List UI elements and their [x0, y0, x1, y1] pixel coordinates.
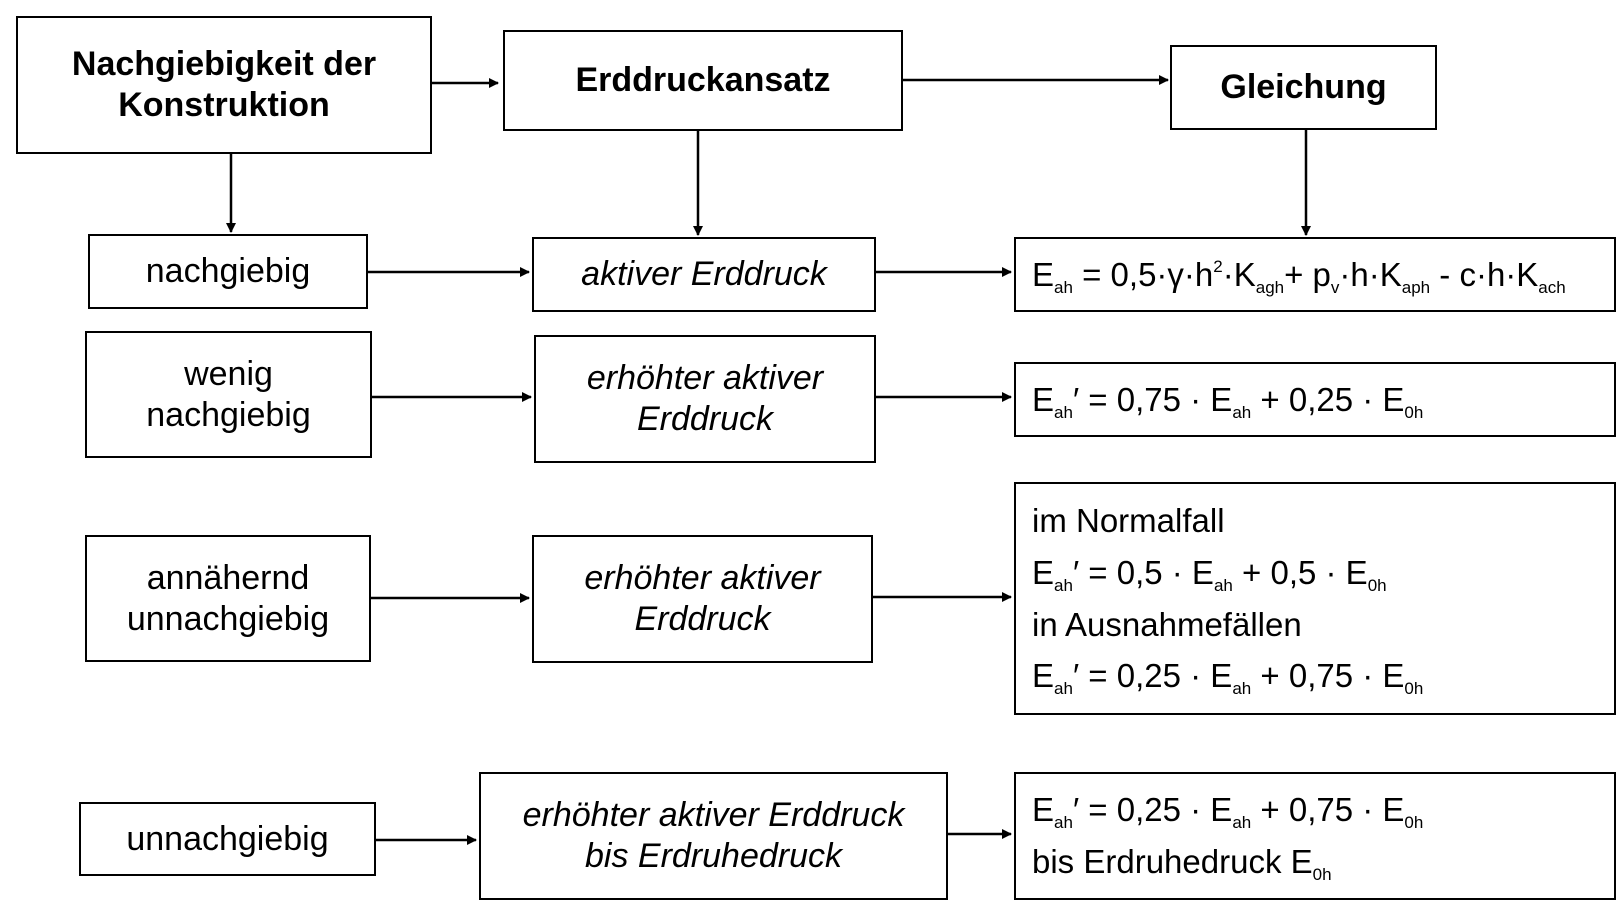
header-gleichung-label: Gleichung: [1220, 68, 1387, 107]
equation-wenig-nachgiebig: Eah′ = 0,75 · Eah + 0,25 · E0h: [1032, 380, 1424, 422]
equation-bis-erdruhedruck: bis Erdruhedruck E0h: [1032, 843, 1332, 884]
header-nachgiebigkeit: Nachgiebigkeit der Konstruktion: [16, 16, 432, 154]
equation-box-row2: Eah′ = 0,75 · Eah + 0,25 · E0h: [1014, 362, 1616, 437]
stiffness-box-unnachgiebig: unnachgiebig: [79, 802, 376, 876]
approach-label: erhöhter aktiver Erddruck: [586, 359, 824, 438]
stiffness-box-nachgiebig: nachgiebig: [88, 234, 368, 309]
stiffness-box-annaehernd-unnachgiebig: annähernd unnachgiebig: [85, 535, 371, 662]
equation-normal-case: Eah′ = 0,5 · Eah + 0,5 · E0h: [1032, 553, 1387, 595]
stiffness-label: unnachgiebig: [126, 819, 329, 858]
normal-case-label: im Normalfall: [1032, 502, 1225, 540]
header-gleichung: Gleichung: [1170, 45, 1437, 130]
equation-box-row1: Eah = 0,5·γ·h2·Kagh+ pv·h·Kaph - c·h·Kac…: [1014, 237, 1616, 312]
approach-box-erhoehter-aktiver-2: erhöhter aktiver Erddruck: [532, 535, 873, 663]
stiffness-box-wenig-nachgiebig: wenig nachgiebig: [85, 331, 372, 458]
header-erddruckansatz: Erddruckansatz: [503, 30, 903, 131]
approach-label: erhöhter aktiver Erddruck: [584, 559, 821, 638]
equation-aktiv: Eah = 0,5·γ·h2·Kagh+ pv·h·Kaph - c·h·Kac…: [1032, 255, 1566, 297]
equation-box-row4: Eah′ = 0,25 · Eah + 0,75 · E0h bis Erdru…: [1014, 772, 1616, 900]
stiffness-label: annähernd unnachgiebig: [126, 558, 330, 638]
equation-unnachgiebig: Eah′ = 0,25 · Eah + 0,75 · E0h: [1032, 791, 1424, 833]
stiffness-label: wenig nachgiebig: [146, 354, 311, 434]
stiffness-label: nachgiebig: [145, 252, 311, 291]
approach-box-erhoehter-aktiver-1: erhöhter aktiver Erddruck: [534, 335, 876, 463]
approach-label: aktiver Erddruck: [581, 255, 827, 294]
approach-box-bis-erdruhedruck: erhöhter aktiver Erddruck bis Erdruhedru…: [479, 772, 948, 900]
exception-case-label: in Ausnahmefällen: [1032, 605, 1302, 643]
approach-box-aktiver-erddruck: aktiver Erddruck: [532, 237, 876, 312]
header-erddruckansatz-label: Erddruckansatz: [575, 61, 831, 100]
approach-label: erhöhter aktiver Erddruck bis Erdruhedru…: [522, 796, 905, 875]
header-nachgiebigkeit-label: Nachgiebigkeit der Konstruktion: [71, 45, 377, 124]
equation-box-row3: im Normalfall Eah′ = 0,5 · Eah + 0,5 · E…: [1014, 482, 1616, 715]
equation-exception-case: Eah′ = 0,25 · Eah + 0,75 · E0h: [1032, 657, 1424, 699]
